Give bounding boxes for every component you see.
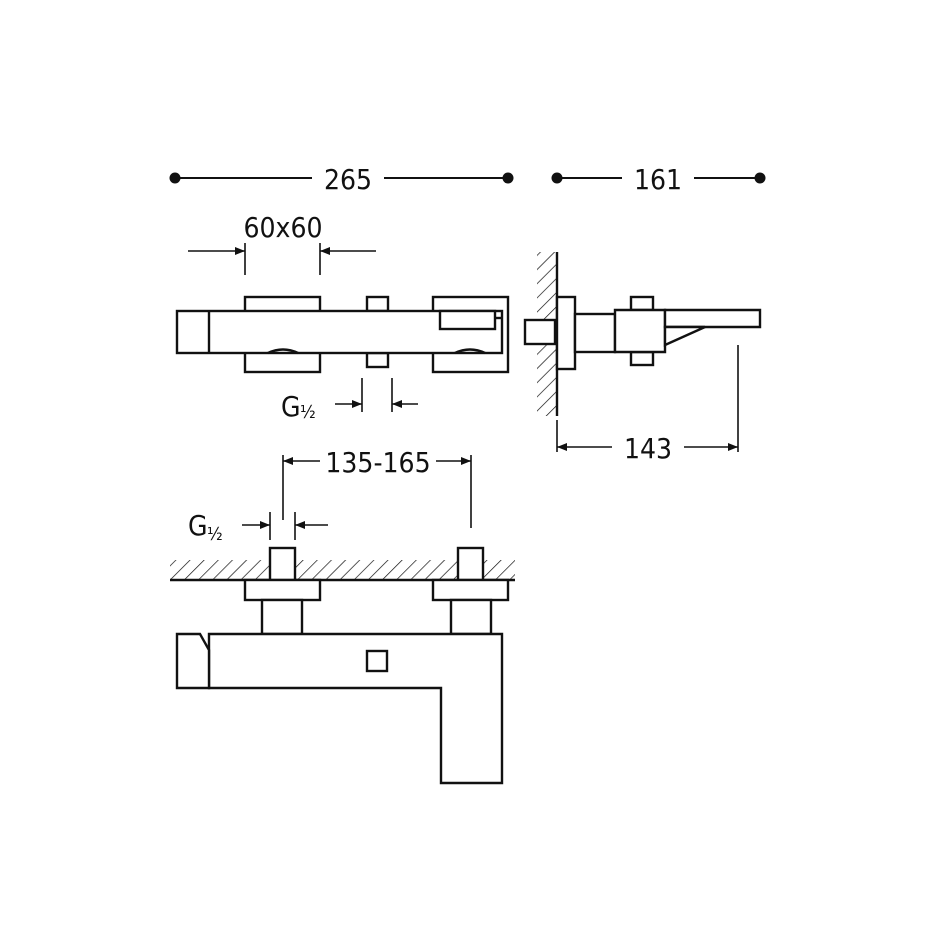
top-view: [175, 295, 510, 374]
thread-label-top: G ½: [281, 378, 418, 423]
dimension-265: 265: [169, 163, 514, 196]
thread-top-fraction: ½: [300, 402, 316, 423]
dimension-143-label: 143: [624, 432, 672, 465]
thread-bottom-letter: G: [188, 509, 208, 542]
thread-top-letter: G: [281, 390, 301, 423]
dimension-centers-label: 135-165: [325, 446, 430, 479]
thread-bottom-fraction: ½: [207, 524, 223, 545]
dimension-161: 161: [551, 163, 766, 196]
dimension-60x60: 60x60: [188, 211, 376, 275]
dimension-60x60-label: 60x60: [244, 211, 323, 244]
front-view: [170, 546, 515, 785]
dimension-265-label: 265: [324, 163, 372, 196]
dimension-161-label: 161: [634, 163, 682, 196]
side-view: 143: [523, 252, 762, 465]
dimension-centers: 135-165: [282, 446, 472, 528]
thread-label-bottom: G ½: [188, 509, 328, 545]
